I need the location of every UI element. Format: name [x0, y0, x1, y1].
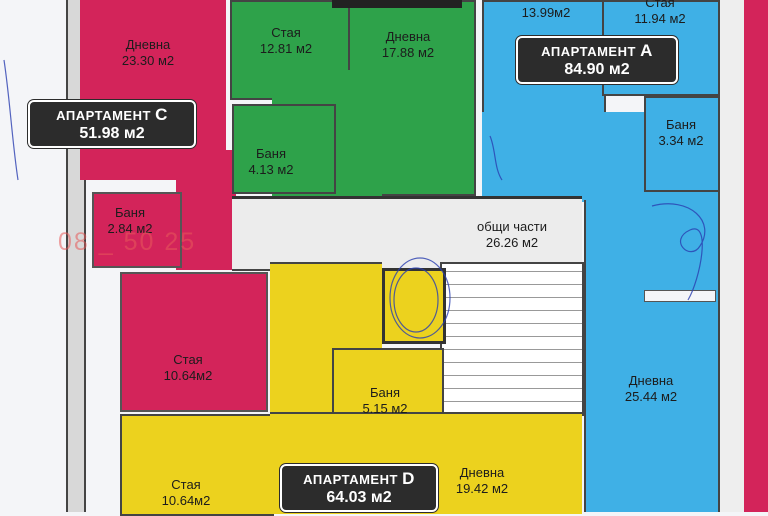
room-area: 2.84 м2 [107, 221, 153, 236]
phone-watermark: 08 _ 50 25 [58, 228, 197, 256]
room-name: Дневна [125, 37, 171, 52]
room-name: Баня [666, 117, 696, 132]
label-c-room: Стая 10.64м2 [164, 352, 213, 384]
badge-title: АПАРТАМЕНТ [56, 108, 151, 123]
room-name: Стая [645, 0, 675, 10]
badge-letter: A [640, 41, 653, 60]
room-name: Стая [171, 477, 201, 492]
label-b-bath: Баня 4.13 м2 [248, 146, 293, 178]
badge-title: АПАРТАМЕНТ [541, 44, 636, 59]
room-area: 5.15 м2 [362, 401, 408, 416]
room-name: Дневна [459, 465, 505, 480]
apt-b-bathroom [232, 104, 336, 194]
apartment-a-badge: АПАРТАМЕНТ A 84.90 м2 [516, 36, 678, 84]
room-name: Стая [271, 25, 301, 40]
room-area: 13.99м2 [521, 5, 571, 20]
room-name: Дневна [628, 373, 674, 388]
outer-wall-right [718, 0, 746, 512]
label-c-bath: Баня 2.84 м2 [107, 205, 152, 237]
badge-letter: C [155, 105, 168, 124]
apt-b-top-strip [332, 0, 462, 8]
elevator-shaft [382, 268, 446, 344]
room-area: 19.42 м2 [455, 481, 509, 496]
room-area: 11.94 м2 [634, 11, 686, 26]
badge-area: 51.98 м2 [79, 125, 145, 142]
room-area: 26.26 м2 [485, 235, 539, 250]
label-a-room2: Стая 11.94 м2 [634, 0, 685, 27]
label-d-room: Стая 10.64м2 [162, 477, 211, 509]
label-d-living: Дневна 19.42 м2 [456, 465, 508, 497]
label-b-room: Стая 12.81 м2 [260, 25, 312, 57]
badge-area: 84.90 м2 [564, 61, 630, 78]
label-b-living: Дневна 17.88 м2 [382, 29, 434, 61]
label-d-bath: Баня 5.15 м2 [362, 385, 407, 417]
apt-c-room [120, 272, 268, 412]
label-a-room1: 13.99м2 [522, 5, 571, 21]
apt-a-bathroom [644, 96, 720, 192]
apt-c-bathroom [92, 192, 182, 268]
apt-c-hall [176, 150, 236, 270]
room-name: Баня [370, 385, 400, 400]
room-area: 10.64м2 [161, 493, 211, 508]
staircase [440, 262, 584, 416]
label-a-bath: Баня 3.34 м2 [658, 117, 703, 149]
room-area: 3.34 м2 [658, 133, 704, 148]
room-name: общи части [477, 219, 547, 234]
room-area: 23.30 м2 [121, 53, 175, 68]
label-a-living: Дневна 25.44 м2 [625, 373, 677, 405]
room-name: Баня [256, 146, 286, 161]
apt-a-balcony-line [644, 290, 716, 302]
badge-title: АПАРТАМЕНТ [303, 472, 398, 487]
apartment-d-badge: АПАРТАМЕНТ D 64.03 м2 [280, 464, 438, 512]
room-area: 25.44 м2 [624, 389, 678, 404]
room-name: Баня [115, 205, 145, 220]
label-common: общи части 26.26 м2 [477, 219, 547, 251]
neighbour-apartment-right [744, 0, 768, 512]
badge-area: 64.03 м2 [326, 489, 392, 506]
room-area: 4.13 м2 [248, 162, 294, 177]
badge-letter: D [402, 469, 415, 488]
room-name: Стая [173, 352, 203, 367]
apartment-c-badge: АПАРТАМЕНТ C 51.98 м2 [28, 100, 196, 148]
room-area: 12.81 м2 [259, 41, 313, 56]
room-area: 10.64м2 [163, 368, 213, 383]
room-name: Дневна [385, 29, 431, 44]
label-c-living: Дневна 23.30 м2 [122, 37, 174, 69]
apt-a-living-room [584, 200, 720, 512]
room-area: 17.88 м2 [381, 45, 435, 60]
